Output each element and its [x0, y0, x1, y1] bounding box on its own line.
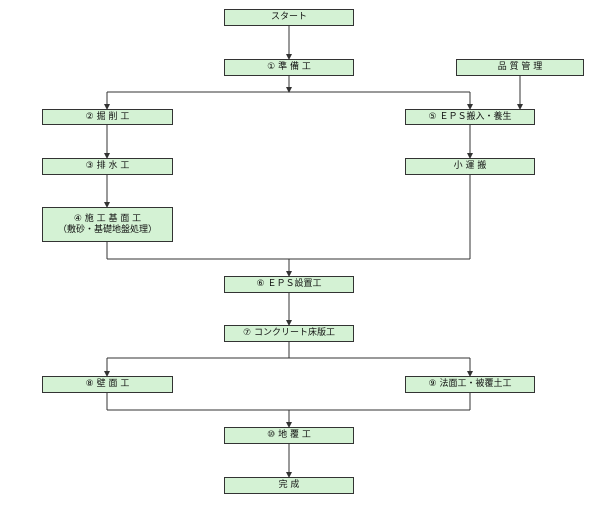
- concrete-slab-label: ⑦ コンクリート床版工: [243, 328, 335, 339]
- small-transport-label: 小 運 搬: [453, 161, 487, 172]
- start-node: スタート: [224, 9, 354, 26]
- base-surface-node: ④ 施 工 基 面 工 （敷砂・基礎地盤処理）: [42, 207, 173, 242]
- eps-delivery-label: ⑤ ＥＰＳ搬入・養生: [428, 111, 512, 122]
- preparation-label: ① 準 備 工: [267, 62, 311, 73]
- eps-install-label: ⑥ ＥＰＳ設置工: [256, 279, 322, 290]
- eps-install-node: ⑥ ＥＰＳ設置工: [224, 276, 354, 293]
- completion-label: 完 成: [278, 480, 300, 491]
- small-transport-node: 小 運 搬: [405, 158, 535, 175]
- base-surface-label: ④ 施 工 基 面 工: [73, 214, 142, 225]
- slope-cover-node: ⑨ 法面工・被覆土工: [405, 376, 535, 393]
- preparation-node: ① 準 備 工: [224, 59, 354, 76]
- wall-surface-label: ⑧ 壁 面 工: [85, 379, 130, 390]
- slope-cover-label: ⑨ 法面工・被覆土工: [428, 379, 512, 390]
- excavation-label: ② 掘 削 工: [85, 111, 130, 122]
- start-label: スタート: [270, 12, 307, 23]
- drainage-label: ③ 排 水 工: [85, 161, 130, 172]
- concrete-slab-node: ⑦ コンクリート床版工: [224, 325, 354, 342]
- excavation-node: ② 掘 削 工: [42, 109, 173, 125]
- quality-control-label: 品 質 管 理: [497, 62, 543, 73]
- completion-node: 完 成: [224, 477, 354, 494]
- quality-control-node: 品 質 管 理: [456, 59, 584, 76]
- base-surface-sublabel: （敷砂・基礎地盤処理）: [57, 224, 157, 235]
- curb-label: ⑩ 地 覆 工: [267, 430, 311, 441]
- wall-surface-node: ⑧ 壁 面 工: [42, 376, 173, 393]
- curb-node: ⑩ 地 覆 工: [224, 427, 354, 444]
- eps-delivery-node: ⑤ ＥＰＳ搬入・養生: [405, 109, 535, 125]
- drainage-node: ③ 排 水 工: [42, 158, 173, 175]
